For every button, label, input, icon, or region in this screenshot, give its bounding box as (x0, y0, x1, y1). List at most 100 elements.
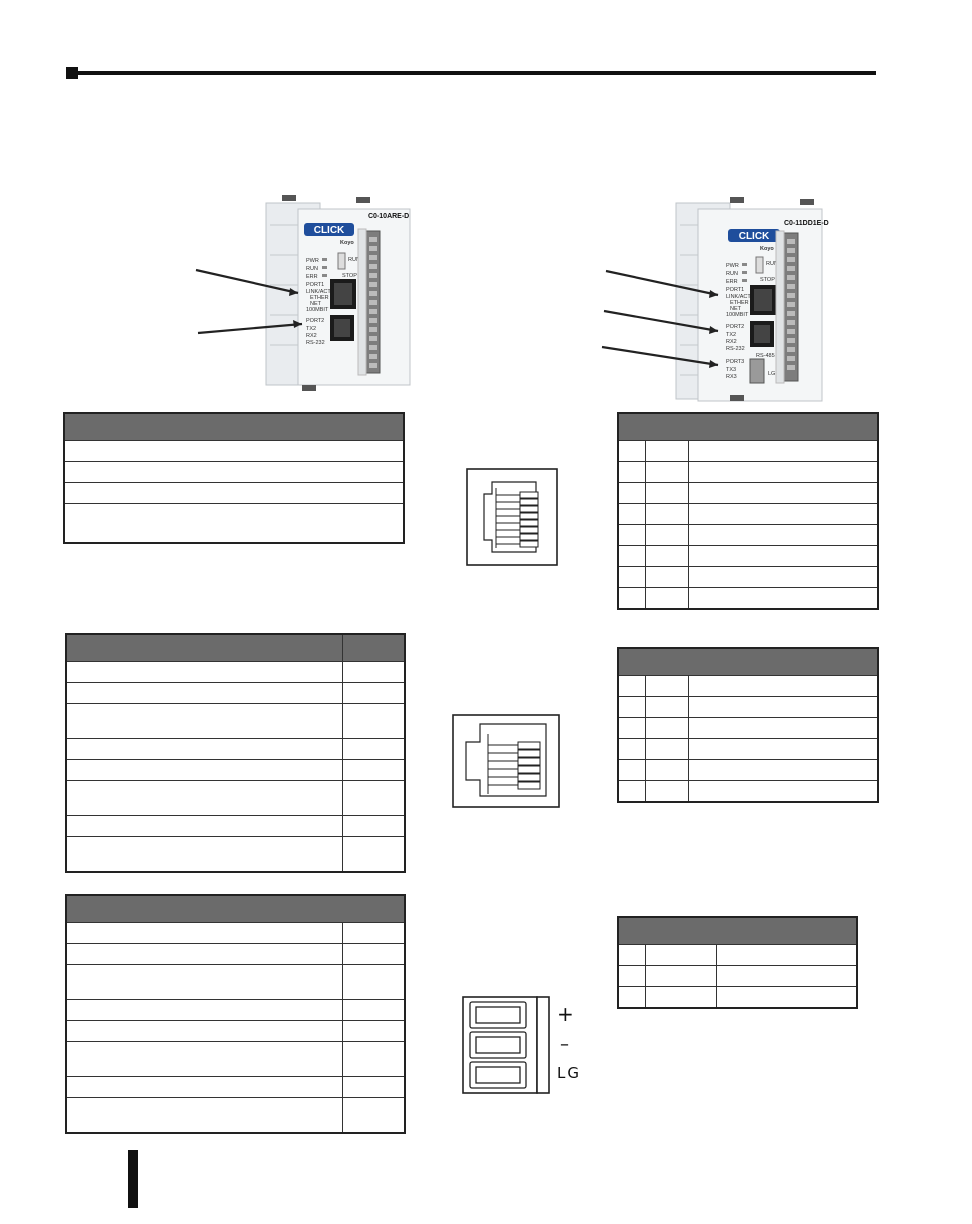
terminal-block-diagram (462, 996, 550, 1094)
led-label-pwr-2: PWR (726, 263, 739, 269)
table-row (63, 440, 405, 462)
header-rule (68, 71, 876, 75)
table-header-row (65, 633, 406, 662)
table-row (63, 461, 405, 483)
table-row (65, 1041, 406, 1077)
table-row (65, 738, 406, 760)
led-label-port1-2: PORT1 (726, 287, 744, 293)
table-row (65, 1020, 406, 1042)
model-label: C0-10ARE-D (368, 213, 409, 220)
led-label-run: RUN (306, 266, 318, 272)
table-row (617, 503, 879, 525)
terminal-symbol-minus: – (560, 1034, 569, 1055)
port-specs-table (63, 412, 405, 544)
table-row (63, 482, 405, 504)
port2-label-rs232-2: RS-232 (726, 346, 745, 352)
table-row (617, 738, 879, 760)
table-row (617, 696, 879, 718)
switch-label-stop-2: STOP (760, 277, 775, 283)
table-row (617, 780, 879, 803)
click-logo-badge-2 (728, 229, 780, 242)
table-row (63, 503, 405, 544)
switch-label-run: RUN (348, 257, 360, 263)
table-row (65, 836, 406, 873)
port2-label-rx-2: RX2 (726, 339, 737, 345)
led-label-pwr: PWR (306, 258, 319, 264)
port3-specs-table (65, 894, 406, 1134)
table-row (617, 986, 858, 1009)
table-row (65, 964, 406, 1000)
port2-label-rs232: RS-232 (306, 340, 325, 346)
device-image-c0-10are-d: CLICK Koyo C0-10ARE-D PWR RUN ERR PORT1 … (195, 195, 411, 391)
table-row (617, 759, 879, 781)
rj45-connector-diagram (466, 468, 558, 566)
table-row (617, 461, 879, 483)
click-logo-text: CLICK (314, 225, 345, 236)
table-row (65, 999, 406, 1021)
port2-label-rx: RX2 (306, 333, 317, 339)
table-row (617, 440, 879, 462)
port2-specs-table (65, 633, 406, 873)
port1-label-net-2: NET (730, 306, 742, 312)
port1-label-speed-2: 100MBIT (726, 312, 749, 318)
table-row (617, 675, 879, 697)
port1-label-net: NET (310, 301, 322, 307)
table-row (65, 922, 406, 944)
run-stop-switch (337, 252, 346, 270)
header-rule-marker (66, 67, 78, 79)
port1-label-ether-2: ETHER (730, 300, 749, 306)
table-header-row (617, 647, 879, 676)
table-row (65, 682, 406, 704)
click-logo-badge (304, 223, 354, 236)
port2-label-2: PORT2 (726, 324, 744, 330)
table-row (65, 661, 406, 683)
table-row (617, 482, 879, 504)
port3-label-tx: TX3 (726, 367, 736, 373)
koyo-logo-text-2: Koyo (760, 246, 774, 252)
rj12-pinout-table (617, 647, 879, 803)
table-row (617, 587, 879, 610)
table-row (65, 1097, 406, 1134)
koyo-logo-text: Koyo (340, 240, 354, 246)
terminal-symbol-plus: + (557, 1002, 574, 1026)
page-side-tab (128, 1150, 138, 1208)
port3-label-rx: RX3 (726, 374, 737, 380)
table-row (617, 944, 858, 966)
table-header-row (617, 412, 879, 441)
port1-label-speed: 100MBIT (306, 307, 329, 313)
table-header-row (63, 412, 405, 441)
port2-label-tx: TX2 (306, 326, 316, 332)
table-row (617, 717, 879, 739)
port3-label-rs485: RS-485 (756, 353, 775, 359)
rs485-terminal (749, 358, 765, 384)
port2-label: PORT2 (306, 318, 324, 324)
table-row (65, 780, 406, 816)
table-row (65, 703, 406, 739)
switch-label-stop: STOP (342, 273, 357, 279)
table-row (65, 1076, 406, 1098)
table-row (65, 815, 406, 837)
port1-label-linkact-2: LINK/ACT (726, 294, 751, 300)
port3-label: PORT3 (726, 359, 744, 365)
port2-label-tx-2: TX2 (726, 332, 736, 338)
table-row (617, 524, 879, 546)
model-label-2: C0-11DD1E-D (784, 220, 829, 227)
rj12-connector-diagram (452, 714, 560, 808)
table-header-row (65, 894, 406, 923)
led-label-err-2: ERR (726, 279, 738, 285)
port3-label-lg: LG (768, 371, 775, 377)
port1-label-ether: ETHER (310, 295, 329, 301)
table-row (617, 965, 858, 987)
run-stop-switch-2 (755, 256, 764, 274)
click-logo-text-2: CLICK (739, 231, 770, 242)
port1-label-linkact: LINK/ACT (306, 289, 331, 295)
led-label-run-2: RUN (726, 271, 738, 277)
table-row (65, 943, 406, 965)
device-image-c0-11dd1e-d: CLICK Koyo C0-11DD1E-D PWR RUN ERR PORT1… (601, 197, 829, 402)
switch-label-run-2: RUN (766, 261, 778, 267)
table-row (65, 759, 406, 781)
rs485-pinout-table (617, 916, 858, 1009)
led-label-err: ERR (306, 274, 318, 280)
table-row (617, 566, 879, 588)
terminal-symbol-lg: LG (557, 1064, 581, 1082)
